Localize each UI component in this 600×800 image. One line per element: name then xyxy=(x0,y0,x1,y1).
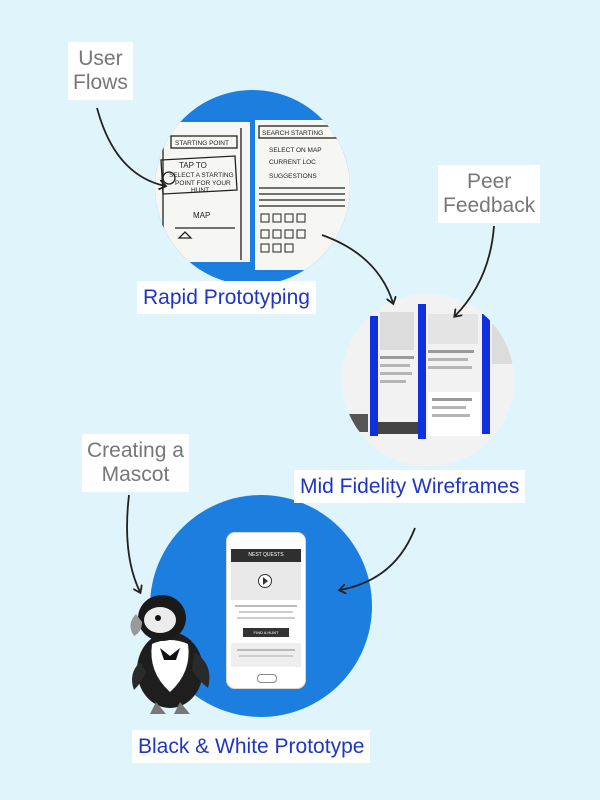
sketch-tap-line-3: POINT FOR YOUR xyxy=(175,180,231,187)
wireframes-illustration xyxy=(342,294,514,466)
note-user-flows-line-1: User xyxy=(78,47,123,70)
rapid-prototyping-circle: STARTING POINT TAP TO SELECT A STARTING … xyxy=(155,90,350,285)
phone-app-bar: NEST QUESTS xyxy=(231,549,301,562)
sketch-tap-line-4: HUNT xyxy=(191,187,209,194)
sketch-illustration: STARTING POINT TAP TO SELECT A STARTING … xyxy=(155,120,350,270)
phone-mockup: NEST QUESTS FIND A HUNT xyxy=(226,532,306,689)
note-peer-feedback-line-1: Peer xyxy=(466,170,512,193)
phone-home-button xyxy=(257,674,277,683)
note-mascot-line-1: Creating a xyxy=(87,439,184,462)
note-mascot-line-2: Mascot xyxy=(101,463,170,487)
sketch-option-2: CURRENT LOC xyxy=(269,159,316,166)
sketch-map-label: MAP xyxy=(193,211,210,220)
note-creating-mascot: Creating a Mascot xyxy=(82,434,189,493)
stage-mid-fidelity: Mid Fidelity Wireframes xyxy=(294,470,526,503)
phone-cta-button[interactable]: FIND A HUNT xyxy=(243,628,289,637)
sketch-search: SEARCH STARTING xyxy=(262,130,323,137)
sketch-option-3: SUGGESTIONS xyxy=(269,173,317,180)
mid-fidelity-circle xyxy=(342,294,514,466)
mascot-puffin-icon xyxy=(130,595,210,714)
sketch-tap-line-2: SELECT A STARTING xyxy=(169,172,234,179)
stage-rapid-prototyping: Rapid Prototyping xyxy=(137,281,316,314)
sketch-tap-line-1: TAP TO xyxy=(179,161,207,170)
play-icon xyxy=(258,574,272,588)
sketch-option-1: SELECT ON MAP xyxy=(269,147,322,154)
sketch-starting-point: STARTING POINT xyxy=(175,140,229,147)
note-user-flows: User Flows xyxy=(68,42,133,101)
note-peer-feedback: Peer Feedback xyxy=(438,165,541,224)
stage-bw-prototype: Black & White Prototype xyxy=(132,730,371,763)
phone-cta-label: FIND A HUNT xyxy=(253,630,279,635)
note-peer-feedback-line-2: Feedback xyxy=(443,194,536,218)
phone-hero xyxy=(231,562,301,600)
phone-app-title: NEST QUESTS xyxy=(248,552,284,558)
note-user-flows-line-2: Flows xyxy=(73,71,128,95)
